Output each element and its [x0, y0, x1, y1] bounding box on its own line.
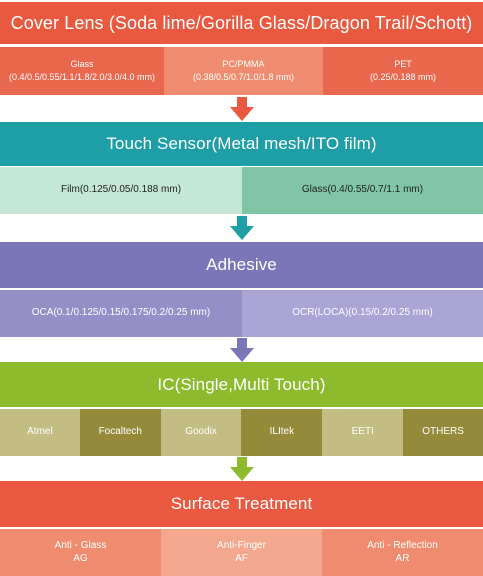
surface-treatment-ar-code: AR — [395, 552, 410, 564]
adhesive-oca-label: OCA(0.1/0.125/0.15/0.175/0.2/0.25 mm) — [31, 307, 211, 319]
touch-sensor-options: Film(0.125/0.05/0.188 mm) Glass(0.4/0.55… — [0, 167, 483, 214]
cover-lens-options: Glass (0.4/0.5/0.55/1.1/1.8/2.0/3.0/4.0 … — [0, 47, 483, 95]
touch-sensor-film-label: Film(0.125/0.05/0.188 mm) — [60, 184, 182, 196]
surface-treatment-options: Anti - Glass AG Anti-Finger AF Anti - Re… — [0, 529, 483, 576]
surface-treatment-title: Surface Treatment — [170, 494, 313, 513]
ic-vendor-atmel: Atmel — [0, 409, 80, 456]
cover-lens-title: Cover Lens (Soda lime/Gorilla Glass/Drag… — [10, 12, 473, 33]
down-arrow-icon — [230, 338, 254, 362]
ic-vendor-ilitek: ILItek — [241, 409, 323, 456]
down-arrow-icon — [230, 457, 254, 481]
ic-vendor-label: Focaltech — [98, 426, 142, 438]
ic-vendor-label: EETI — [351, 426, 374, 438]
ic-vendor-goodix: Goodix — [160, 409, 242, 456]
surface-treatment-af-cell: Anti-Finger AF — [161, 529, 322, 576]
ic-vendor-list: Atmel Focaltech Goodix ILItek EETI OTHER… — [0, 409, 483, 456]
surface-treatment-af-label: Anti-Finger — [217, 540, 266, 551]
cover-lens-glass-label: Glass — [70, 58, 94, 69]
touch-sensor-glass-cell: Glass(0.4/0.55/0.7/1.1 mm) — [242, 167, 483, 214]
cover-lens-header: Cover Lens (Soda lime/Gorilla Glass/Drag… — [0, 2, 483, 44]
cover-lens-glass-cell: Glass (0.4/0.5/0.55/1.1/1.8/2.0/3.0/4.0 … — [0, 47, 164, 95]
surface-treatment-header: Surface Treatment — [0, 481, 483, 527]
ic-vendor-eeti: EETI — [322, 409, 404, 456]
surface-treatment-ar-cell: Anti - Reflection AR — [322, 529, 483, 576]
ic-vendor-others: OTHERS — [403, 409, 483, 456]
ic-vendor-label: Atmel — [27, 426, 53, 438]
touch-sensor-film-cell: Film(0.125/0.05/0.188 mm) — [0, 167, 242, 214]
cover-lens-pc-pmma-thickness: (0.38/0.5/0.7/1.0/1.8 mm) — [192, 72, 295, 82]
cover-lens-pc-pmma-cell: PC/PMMA (0.38/0.5/0.7/1.0/1.8 mm) — [164, 47, 323, 95]
surface-treatment-ar-label: Anti - Reflection — [367, 540, 438, 551]
adhesive-oca-cell: OCA(0.1/0.125/0.15/0.175/0.2/0.25 mm) — [0, 290, 242, 337]
ic-vendor-label: OTHERS — [422, 426, 464, 438]
down-arrow-icon — [230, 216, 254, 240]
ic-vendor-focaltech: Focaltech — [79, 409, 161, 456]
ic-vendor-label: Goodix — [185, 426, 217, 438]
surface-treatment-af-code: AF — [235, 552, 248, 564]
touch-sensor-title: Touch Sensor(Metal mesh/ITO film) — [106, 134, 377, 153]
cover-lens-pet-thickness: (0.25/0.188 mm) — [369, 72, 437, 82]
cover-lens-glass-thickness: (0.4/0.5/0.55/1.1/1.8/2.0/3.0/4.0 mm) — [8, 72, 156, 82]
adhesive-options: OCA(0.1/0.125/0.15/0.175/0.2/0.25 mm) OC… — [0, 290, 483, 337]
adhesive-ocr-cell: OCR(LOCA)(0.15/0.2/0.25 mm) — [242, 290, 483, 337]
adhesive-header: Adhesive — [0, 242, 483, 288]
ic-vendor-label: ILItek — [269, 426, 295, 438]
surface-treatment-ag-label: Anti - Glass — [54, 540, 107, 551]
touch-sensor-header: Touch Sensor(Metal mesh/ITO film) — [0, 122, 483, 166]
down-arrow-icon — [230, 97, 254, 121]
cover-lens-pet-label: PET — [394, 58, 412, 69]
ic-title: IC(Single,Multi Touch) — [157, 374, 326, 394]
surface-treatment-ag-code: AG — [73, 552, 88, 564]
surface-treatment-ag-cell: Anti - Glass AG — [0, 529, 161, 576]
adhesive-ocr-label: OCR(LOCA)(0.15/0.2/0.25 mm) — [292, 307, 433, 319]
cover-lens-pet-cell: PET (0.25/0.188 mm) — [323, 47, 483, 95]
cover-lens-pc-pmma-label: PC/PMMA — [222, 58, 265, 69]
adhesive-title: Adhesive — [206, 255, 277, 274]
touch-sensor-glass-label: Glass(0.4/0.55/0.7/1.1 mm) — [301, 184, 424, 196]
ic-header: IC(Single,Multi Touch) — [0, 362, 483, 407]
